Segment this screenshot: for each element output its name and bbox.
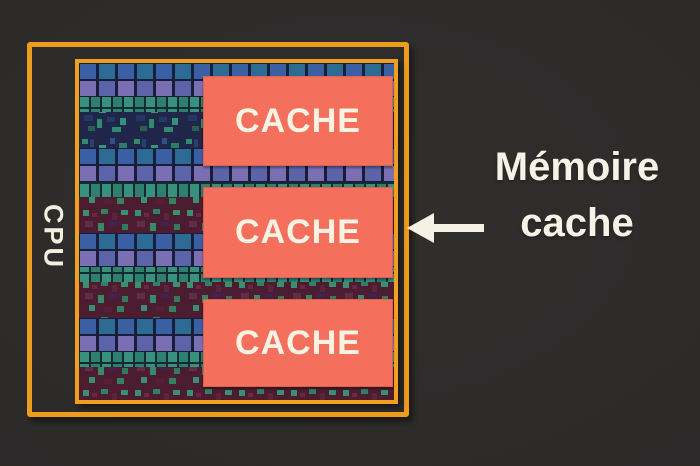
annotation-memoire-cache: Mémoire cache	[494, 145, 660, 245]
cache-label: CACHE	[235, 101, 361, 140]
cache-block: CACHE	[203, 76, 393, 166]
cpu-package-outline	[27, 42, 409, 417]
cache-block: CACHE	[203, 299, 393, 387]
cpu-label: CPU	[38, 203, 69, 271]
cache-label: CACHE	[235, 323, 361, 362]
cache-label: CACHE	[235, 213, 361, 251]
cache-block: CACHE	[203, 187, 393, 278]
left-arrow-icon	[407, 213, 484, 243]
